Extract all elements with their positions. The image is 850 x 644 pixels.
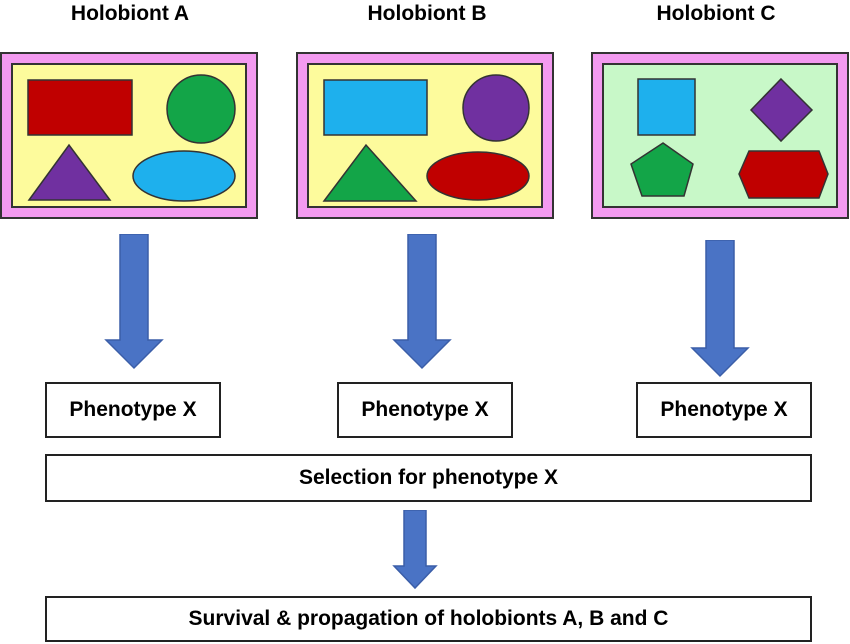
- holobiont-b-inner: [307, 63, 543, 208]
- survival-label: Survival & propagation of holobionts A, …: [188, 607, 669, 630]
- holobiont-c-shapes: [630, 77, 829, 199]
- selection-box: Selection for phenotype X: [45, 454, 812, 502]
- holobiont-b-box: [296, 52, 554, 219]
- cyan-rectangle: [323, 79, 428, 136]
- holobiont-a-shapes: [27, 74, 236, 202]
- red-ellipse: [426, 151, 530, 201]
- holobiont-a-inner: [11, 63, 247, 208]
- holobiont-b-shapes: [322, 74, 530, 202]
- phenotype-b-box: Phenotype X: [337, 382, 513, 438]
- survival-box: Survival & propagation of holobionts A, …: [45, 596, 812, 642]
- holobiont-a-title: Holobiont A: [70, 2, 190, 25]
- cyan-ellipse: [132, 150, 236, 202]
- holobiont-c-box: [591, 52, 849, 219]
- arrow-selection-down: [392, 510, 438, 590]
- phenotype-c-box: Phenotype X: [636, 382, 812, 438]
- phenotype-a-box: Phenotype X: [45, 382, 221, 438]
- phenotype-c-label: Phenotype X: [660, 398, 788, 421]
- holobiont-a-box: [0, 52, 258, 219]
- phenotype-a-label: Phenotype X: [69, 398, 197, 421]
- holobiont-c-title: Holobiont C: [656, 2, 776, 25]
- cyan-square: [637, 78, 696, 136]
- purple-triangle: [27, 143, 112, 201]
- green-pentagon: [630, 142, 694, 197]
- green-circle: [166, 74, 236, 144]
- arrow-b-down: [392, 234, 452, 370]
- green-triangle: [322, 143, 418, 202]
- purple-circle: [462, 74, 530, 142]
- purple-diamond: [749, 77, 814, 143]
- selection-label: Selection for phenotype X: [298, 466, 559, 489]
- phenotype-b-label: Phenotype X: [361, 398, 489, 421]
- arrow-a-down: [104, 234, 164, 370]
- holobiont-b-title: Holobiont B: [367, 2, 487, 25]
- holobiont-c-inner: [602, 63, 838, 208]
- red-rectangle: [27, 79, 133, 136]
- arrow-c-down: [690, 240, 750, 378]
- red-hexagon: [738, 150, 829, 199]
